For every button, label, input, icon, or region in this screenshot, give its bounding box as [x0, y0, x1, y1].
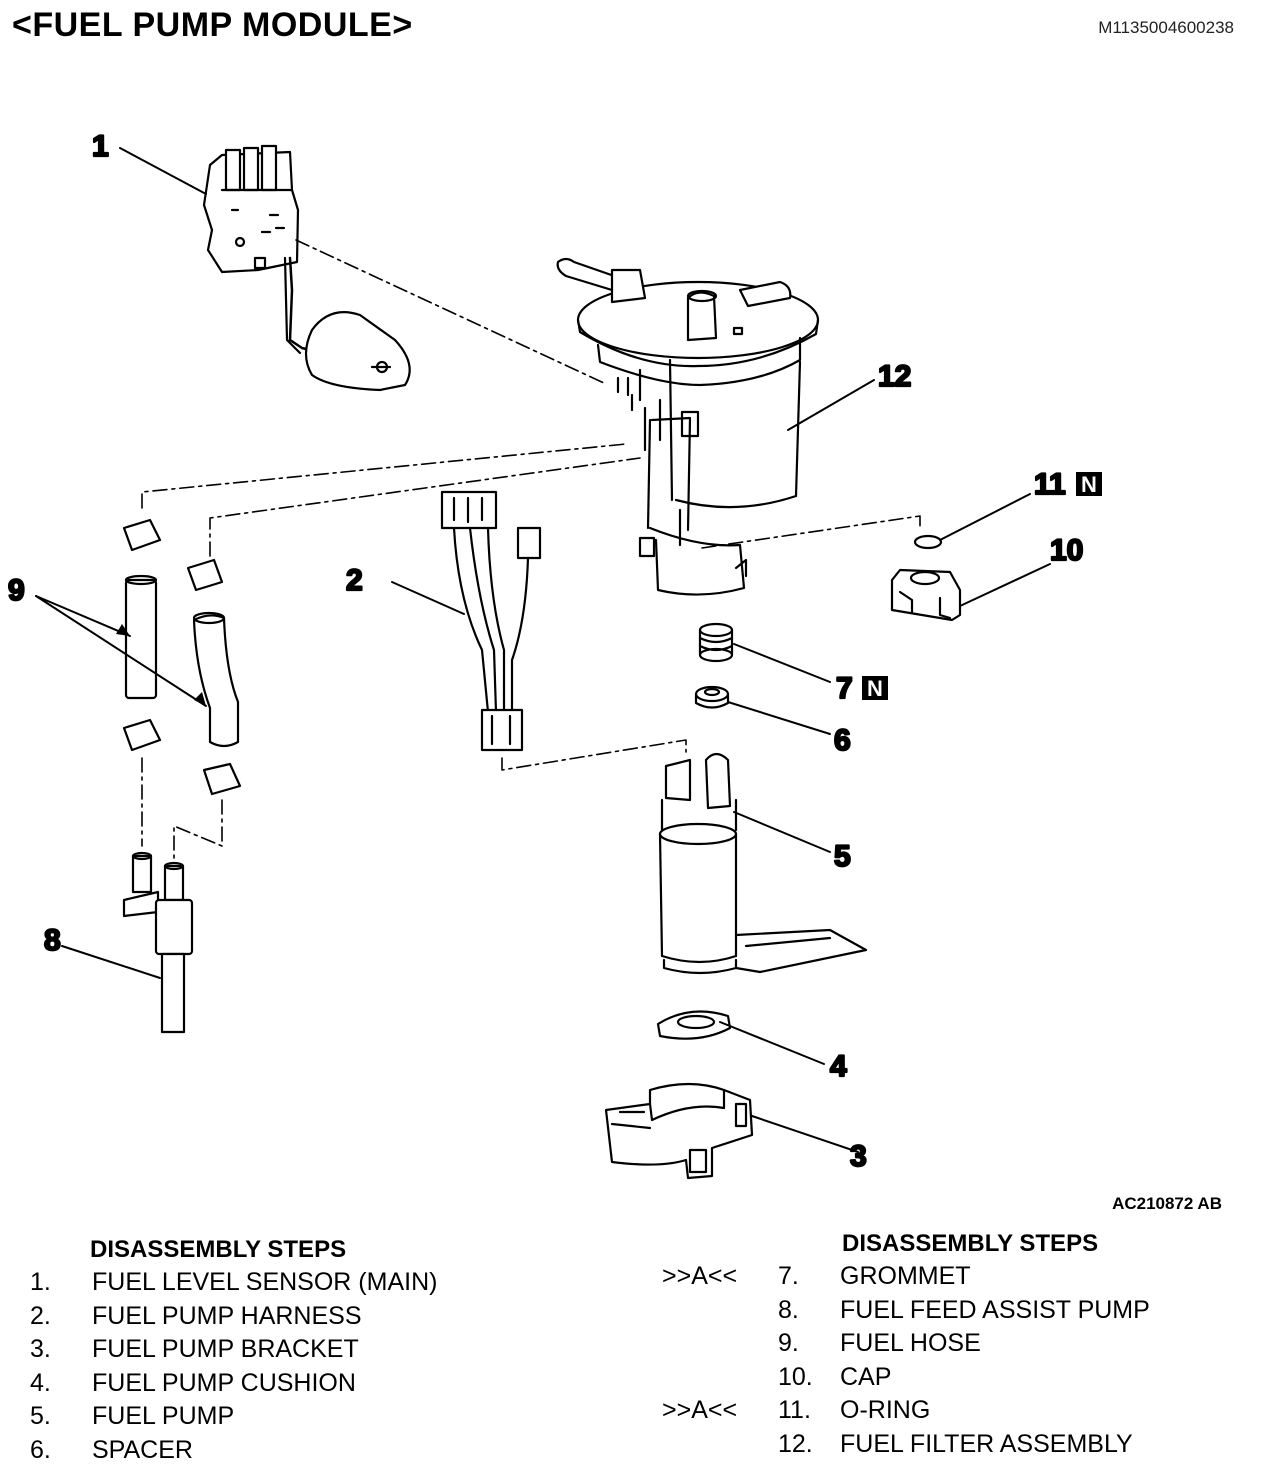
step-label: FUEL FEED ASSIST PUMP — [840, 1295, 1150, 1324]
figure-code: AC210872 AB — [1112, 1194, 1222, 1213]
fuel-filter-assembly-drawing — [556, 257, 820, 596]
list-item: 3. FUEL PUMP BRACKET — [30, 1333, 590, 1367]
step-label: FUEL LEVEL SENSOR (MAIN) — [92, 1268, 438, 1296]
step-number: 3. — [30, 1335, 51, 1363]
list-item: 1. FUEL LEVEL SENSOR (MAIN) — [30, 1266, 590, 1300]
step-label: CAP — [840, 1362, 892, 1391]
step-label: FUEL PUMP — [92, 1402, 235, 1430]
fuel-level-sensor-drawing — [202, 144, 411, 392]
fuel-hose-drawing — [122, 518, 242, 796]
callout-11: 11 — [1034, 468, 1066, 501]
list-item: >>A<< 11. O-RING — [662, 1394, 1242, 1428]
arrowheads — [116, 624, 206, 706]
step-label: FUEL PUMP BRACKET — [92, 1335, 359, 1363]
fuel-pump-drawing — [658, 752, 868, 975]
new-part-badge-7: N — [862, 676, 888, 701]
step-number: 7. — [778, 1262, 799, 1290]
fuel-pump-bracket-drawing — [604, 1082, 754, 1180]
list-item: 12. FUEL FILTER ASSEMBLY — [662, 1428, 1242, 1462]
step-number: 6. — [30, 1435, 51, 1464]
step-label: O-RING — [840, 1396, 931, 1424]
fuel-pump-cushion-drawing — [656, 1010, 732, 1040]
procedure-mark: >>A<< — [662, 1396, 738, 1424]
step-number: 2. — [30, 1301, 51, 1330]
callout-10: 10 — [1050, 534, 1083, 567]
steps-list-left: 1. FUEL LEVEL SENSOR (MAIN) 2. FUEL PUMP H… — [30, 1266, 590, 1467]
step-number: 11. — [778, 1396, 811, 1424]
callout-1: 1 — [92, 130, 109, 163]
step-label: FUEL HOSE — [840, 1329, 981, 1357]
step-label: FUEL PUMP CUSHION — [92, 1368, 356, 1397]
step-label: GROMMET — [840, 1262, 971, 1290]
document-code: M1135004600238 — [1098, 18, 1234, 37]
svg-text:N: N — [867, 676, 883, 701]
list-item: 9. FUEL HOSE — [662, 1327, 1242, 1361]
callout-2: 2 — [346, 564, 363, 597]
fuel-feed-assist-pump-drawing — [122, 851, 194, 1034]
callout-4: 4 — [830, 1050, 847, 1083]
grommet-drawing — [698, 622, 734, 663]
svg-text:N: N — [1081, 472, 1097, 497]
list-item: >>A<< 7. GROMMET — [662, 1260, 1242, 1294]
steps-heading-left: DISASSEMBLY STEPS — [90, 1236, 347, 1263]
list-item: 8. FUEL FEED ASSIST PUMP — [662, 1294, 1242, 1328]
step-number: 5. — [30, 1402, 51, 1430]
callout-labels: 1 2 3 4 5 6 7 8 9 10 11 12 N N — [7, 129, 1102, 1174]
callout-7: 7 — [836, 672, 853, 705]
o-ring-drawing — [913, 534, 943, 550]
page-title: <FUEL PUMP MODULE> — [12, 6, 413, 44]
step-number: 9. — [778, 1329, 799, 1357]
step-label: FUEL PUMP HARNESS — [92, 1301, 362, 1330]
list-item: 4. FUEL PUMP CUSHION — [30, 1367, 590, 1401]
cap-drawing — [890, 568, 962, 622]
procedure-mark: >>A<< — [662, 1262, 738, 1290]
step-label: SPACER — [92, 1435, 193, 1464]
fuel-pump-harness-drawing — [440, 490, 542, 752]
callout-8: 8 — [44, 924, 61, 957]
list-item: 2. FUEL PUMP HARNESS — [30, 1300, 590, 1334]
spacer-drawing — [694, 685, 730, 709]
callout-5: 5 — [834, 840, 851, 873]
callout-3: 3 — [850, 1140, 867, 1173]
steps-list-right: >>A<< 7. GROMMET 8. FUEL FEED ASSIST PUMP 9… — [662, 1260, 1242, 1461]
step-number: 10. — [778, 1362, 813, 1391]
steps-heading-right: DISASSEMBLY STEPS — [842, 1230, 1099, 1257]
list-item: 10. CAP — [662, 1361, 1242, 1395]
assembly-guide-lines — [141, 239, 921, 861]
new-part-badge-11: N — [1076, 472, 1102, 497]
callout-6: 6 — [834, 724, 851, 757]
step-number: 12. — [778, 1429, 813, 1458]
list-item: 5. FUEL PUMP — [30, 1400, 590, 1434]
step-number: 1. — [30, 1268, 51, 1296]
callout-12: 12 — [878, 360, 911, 393]
exploded-parts-diagram: 1 2 3 4 5 6 7 8 9 10 11 12 N N — [7, 129, 1102, 1180]
step-label: FUEL FILTER ASSEMBLY — [840, 1429, 1133, 1458]
callout-9: 9 — [8, 574, 25, 607]
step-number: 4. — [30, 1368, 51, 1397]
callout-leader-lines — [35, 147, 1051, 1153]
list-item: 6. SPACER — [30, 1434, 590, 1468]
step-number: 8. — [778, 1295, 799, 1324]
